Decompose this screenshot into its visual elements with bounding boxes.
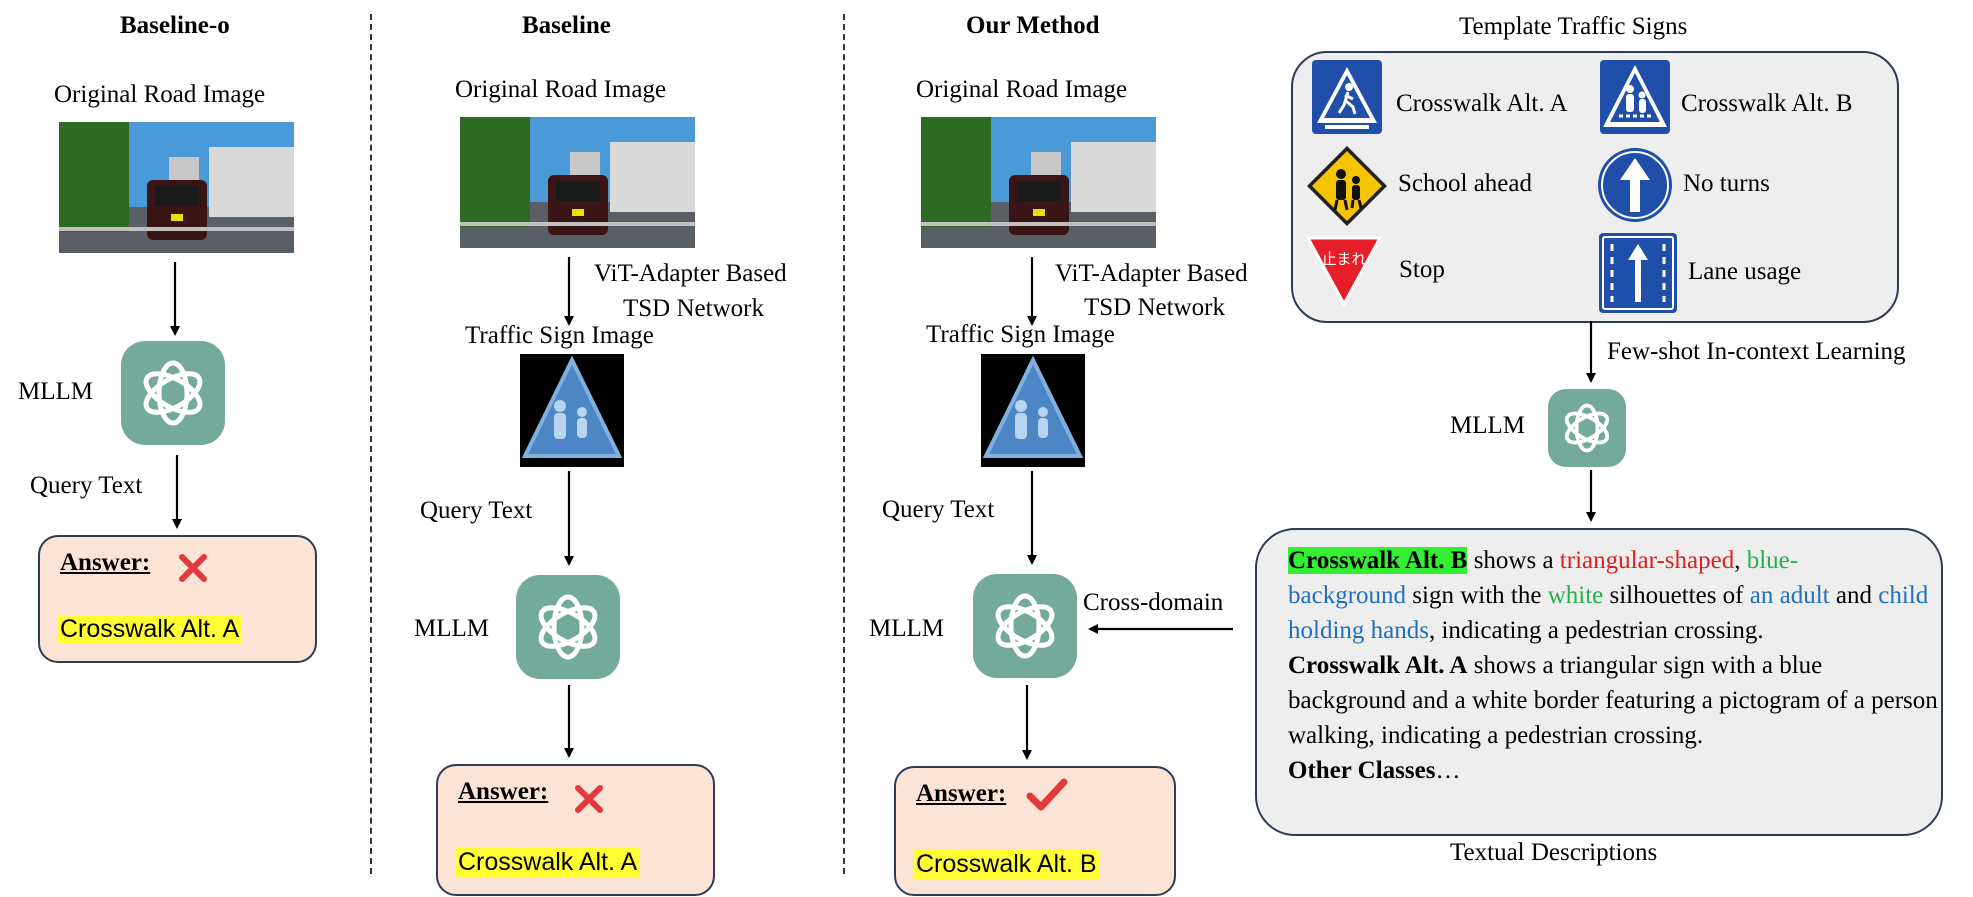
- wrong-mark-icon: [574, 784, 604, 819]
- desc-text: …: [1435, 757, 1461, 784]
- baseline-title: Baseline: [522, 12, 611, 39]
- descriptions-caption: Textual Descriptions: [1450, 839, 1658, 866]
- desc-text: sign with the: [1406, 582, 1548, 609]
- check-mark-icon: [1026, 778, 1068, 817]
- answer-label: Answer:: [916, 780, 1007, 807]
- template-label-no-turns: No turns: [1683, 170, 1770, 197]
- baseline-o-mllm-label: MLLM: [18, 378, 93, 405]
- baseline-mllm-label: MLLM: [414, 615, 489, 642]
- baseline-network-label-2: TSD Network: [623, 295, 764, 322]
- template-label-lane-usage: Lane usage: [1688, 258, 1802, 285]
- openai-logo-icon: [121, 341, 225, 445]
- no-turns-sign-icon: [1596, 146, 1674, 229]
- desc-white: white: [1547, 582, 1604, 609]
- description-crosswalk-alt-a: Crosswalk Alt. A shows a triangular sign…: [1288, 648, 1938, 753]
- answer-value: Crosswalk Alt. A: [456, 848, 640, 877]
- answer-label: Answer:: [60, 549, 151, 576]
- baseline-query-label: Query Text: [420, 497, 533, 524]
- answer-value: Crosswalk Alt. A: [58, 615, 242, 644]
- baseline-o-answer-box: Answer: Crosswalk Alt. A: [38, 535, 317, 663]
- ours-network-label-1: ViT-Adapter Based: [1055, 260, 1248, 287]
- class-name-highlight: Crosswalk Alt. B: [1288, 547, 1468, 574]
- ours-title: Our Method: [966, 12, 1100, 39]
- separator-1: [370, 14, 372, 874]
- wrong-mark-icon: [178, 553, 208, 588]
- ours-sign-label: Traffic Sign Image: [926, 321, 1115, 348]
- ours-sign-image: [981, 354, 1085, 467]
- ours-query-label: Query Text: [882, 496, 995, 523]
- fewshot-label: Few-shot In-context Learning: [1607, 338, 1906, 365]
- desc-text: shows a: [1467, 547, 1560, 574]
- desc-child: child holding hands: [1288, 582, 1929, 644]
- template-label-crosswalk-alt-b: Crosswalk Alt. B: [1681, 90, 1853, 117]
- class-name: Crosswalk Alt. A: [1288, 652, 1468, 679]
- desc-color-1: blue-: [1746, 547, 1799, 574]
- templates-title: Template Traffic Signs: [1459, 13, 1688, 40]
- baseline-answer-box: Answer: Crosswalk Alt. A: [436, 764, 715, 896]
- crosswalk-alt-a-sign-icon: [1311, 59, 1383, 140]
- ours-answer-box: Answer: Crosswalk Alt. B: [894, 766, 1176, 896]
- cross-domain-label: Cross-domain: [1083, 589, 1224, 616]
- openai-logo-icon: [973, 574, 1077, 678]
- baseline-o-road-image: [59, 122, 294, 253]
- desc-text: silhouettes of: [1603, 582, 1750, 609]
- description-other-classes: Other Classes…: [1288, 753, 1938, 788]
- baseline-sign-image: [520, 354, 624, 467]
- templates-panel: [1291, 51, 1899, 323]
- baseline-o-road-label: Original Road Image: [54, 81, 266, 108]
- openai-logo-icon: [1548, 389, 1626, 467]
- class-name: Other Classes: [1288, 757, 1436, 784]
- lane-usage-sign-icon: [1598, 232, 1678, 319]
- ours-mllm-label: MLLM: [869, 615, 944, 642]
- stop-sign-text: 止まれ: [1321, 250, 1366, 268]
- template-label-stop: Stop: [1399, 256, 1445, 283]
- stop-sign-icon: 止まれ: [1305, 234, 1383, 311]
- separator-2: [843, 14, 845, 874]
- desc-text: and: [1829, 582, 1879, 609]
- crosswalk-alt-b-sign-icon: [1599, 59, 1671, 140]
- baseline-network-label-1: ViT-Adapter Based: [594, 260, 787, 287]
- desc-color-2: background: [1288, 582, 1407, 609]
- desc-text: ,: [1734, 547, 1747, 574]
- desc-text: shows a triangular sign with a blue back…: [1288, 652, 1938, 749]
- baseline-o-title: Baseline-o: [120, 12, 230, 39]
- templates-mllm-label: MLLM: [1450, 412, 1525, 439]
- ours-road-label: Original Road Image: [916, 76, 1128, 103]
- baseline-o-query-label: Query Text: [30, 472, 143, 499]
- school-ahead-sign-icon: [1305, 144, 1389, 233]
- desc-adult: an adult: [1749, 582, 1830, 609]
- baseline-sign-label: Traffic Sign Image: [465, 322, 654, 349]
- baseline-road-label: Original Road Image: [455, 76, 667, 103]
- description-crosswalk-alt-b: Crosswalk Alt. B shows a triangular-shap…: [1288, 543, 1938, 648]
- ours-network-label-2: TSD Network: [1084, 294, 1225, 321]
- ours-road-image: [921, 117, 1156, 248]
- baseline-road-image: [460, 117, 695, 248]
- descriptions-panel: [1255, 528, 1943, 836]
- template-label-crosswalk-alt-a: Crosswalk Alt. A: [1396, 90, 1568, 117]
- answer-label: Answer:: [458, 778, 549, 805]
- desc-text: , indicating a pedestrian crossing.: [1428, 617, 1764, 644]
- template-label-school-ahead: School ahead: [1398, 170, 1532, 197]
- descriptions-text: Crosswalk Alt. B shows a triangular-shap…: [1288, 543, 1938, 788]
- openai-logo-icon: [516, 575, 620, 679]
- answer-value: Crosswalk Alt. B: [914, 850, 1099, 879]
- desc-shape: triangular-shaped: [1559, 547, 1735, 574]
